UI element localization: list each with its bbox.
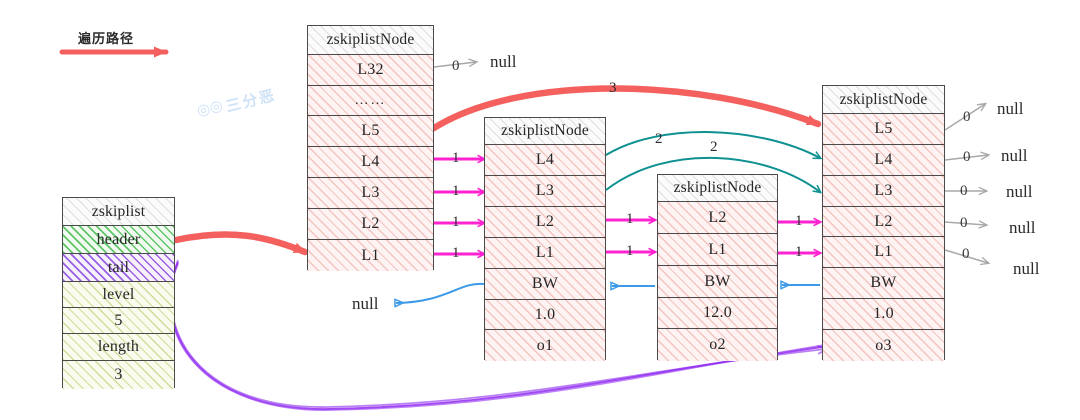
- span-label-o3-l4-null: 0: [963, 149, 971, 165]
- span-label-header-l4-o1: 1: [452, 150, 460, 166]
- zskiplist-field-level: level: [63, 282, 174, 308]
- node-level-l32[interactable]: L32: [308, 55, 433, 86]
- span-label-o3-l1-null: 0: [962, 246, 970, 262]
- node-level-l5[interactable]: L5: [823, 114, 944, 145]
- span-label-o3-l3-null: 0: [960, 183, 968, 199]
- null-label-o3-l1: null: [1013, 259, 1040, 278]
- zskiplistnode-o1[interactable]: zskiplistNode L4 L3 L2 L1 BW 1.0 o1: [484, 117, 606, 361]
- zskiplist-struct[interactable]: zskiplist header tail level 5 length 3: [62, 197, 175, 389]
- node-level-l3[interactable]: L3: [823, 176, 944, 207]
- node-level-l2[interactable]: L2: [485, 207, 605, 238]
- node-title: zskiplistNode: [823, 86, 944, 114]
- node-level-l1[interactable]: L1: [485, 238, 605, 269]
- node-member: o1: [485, 330, 605, 361]
- span-label-o3-l5-null: 0: [963, 109, 971, 125]
- null-label-o1-backward: null: [352, 294, 379, 313]
- node-level-l5[interactable]: L5: [308, 116, 433, 147]
- zskiplistnode-header[interactable]: zskiplistNode L32 …… L5 L4 L3 L2 L1: [307, 25, 434, 271]
- node-score: 1.0: [485, 300, 605, 330]
- zskiplist-value-length: 3: [63, 361, 174, 389]
- node-score: 12.0: [658, 298, 777, 329]
- node-title: zskiplistNode: [485, 118, 605, 145]
- node-backward[interactable]: BW: [485, 269, 605, 300]
- node-member: o2: [658, 329, 777, 361]
- node-level-l4[interactable]: L4: [308, 147, 433, 178]
- null-label-o3-l4: null: [1001, 146, 1028, 165]
- span-label-o1-l4-o3: 2: [655, 131, 663, 147]
- null-label-o3-l5: null: [997, 99, 1024, 118]
- zskiplist-value-level: 5: [63, 308, 174, 334]
- zskiplistnode-o3[interactable]: zskiplistNode L5 L4 L3 L2 L1 BW 1.0 o3: [822, 85, 945, 361]
- zskiplistnode-o2[interactable]: zskiplistNode L2 L1 BW 12.0 o2: [657, 174, 778, 361]
- zskiplist-field-tail[interactable]: tail: [63, 254, 174, 282]
- legend-label: 遍历路径: [78, 32, 135, 47]
- node-level-l1[interactable]: L1: [658, 234, 777, 266]
- edge-header-to-headernode: [172, 231, 309, 256]
- node-level-l3[interactable]: L3: [308, 178, 433, 209]
- span-label-header-l1-o1: 1: [452, 245, 460, 261]
- span-label-header-l3-o1: 1: [452, 183, 460, 199]
- span-label-o2-l2-o3: 1: [795, 213, 803, 229]
- zskiplist-title: zskiplist: [63, 198, 174, 226]
- null-label-o3-l2: null: [1009, 218, 1036, 237]
- node-level-l2[interactable]: L2: [658, 202, 777, 234]
- null-label-header-l32: null: [490, 52, 517, 71]
- node-title: zskiplistNode: [658, 175, 777, 202]
- node-backward[interactable]: BW: [823, 268, 944, 299]
- span-label-o1-l2-o2: 1: [626, 211, 634, 227]
- span-label-o1-l3-o3: 2: [710, 139, 718, 155]
- node-level-l4[interactable]: L4: [823, 145, 944, 176]
- node-level-l4[interactable]: L4: [485, 145, 605, 176]
- zskiplist-field-header[interactable]: header: [63, 226, 174, 254]
- null-label-o3-l3: null: [1006, 182, 1033, 201]
- node-level-l2[interactable]: L2: [308, 209, 433, 240]
- node-title: zskiplistNode: [308, 26, 433, 55]
- span-label-o2-l1-o3: 1: [795, 244, 803, 260]
- node-member: o3: [823, 330, 944, 361]
- node-level-l3[interactable]: L3: [485, 176, 605, 207]
- node-level-l2[interactable]: L2: [823, 207, 944, 237]
- node-backward[interactable]: BW: [658, 266, 777, 298]
- node-level-l1[interactable]: L1: [308, 240, 433, 271]
- watermark-logo: ◎◎: [194, 95, 225, 120]
- span-label-header-l5-o3: 3: [609, 80, 617, 96]
- span-label-o1-l1-o2: 1: [626, 243, 634, 259]
- span-label-header-l2-o1: 1: [452, 214, 460, 230]
- zskiplist-field-length: length: [63, 334, 174, 361]
- node-score: 1.0: [823, 299, 944, 330]
- watermark-text: 三分恶: [223, 85, 278, 116]
- node-level-ellipsis: ……: [308, 86, 433, 116]
- node-level-l1[interactable]: L1: [823, 237, 944, 268]
- edge-o1-backward-to-null: [396, 282, 485, 303]
- span-label-header-l32-null: 0: [452, 58, 460, 74]
- span-label-o3-l2-null: 0: [960, 215, 968, 231]
